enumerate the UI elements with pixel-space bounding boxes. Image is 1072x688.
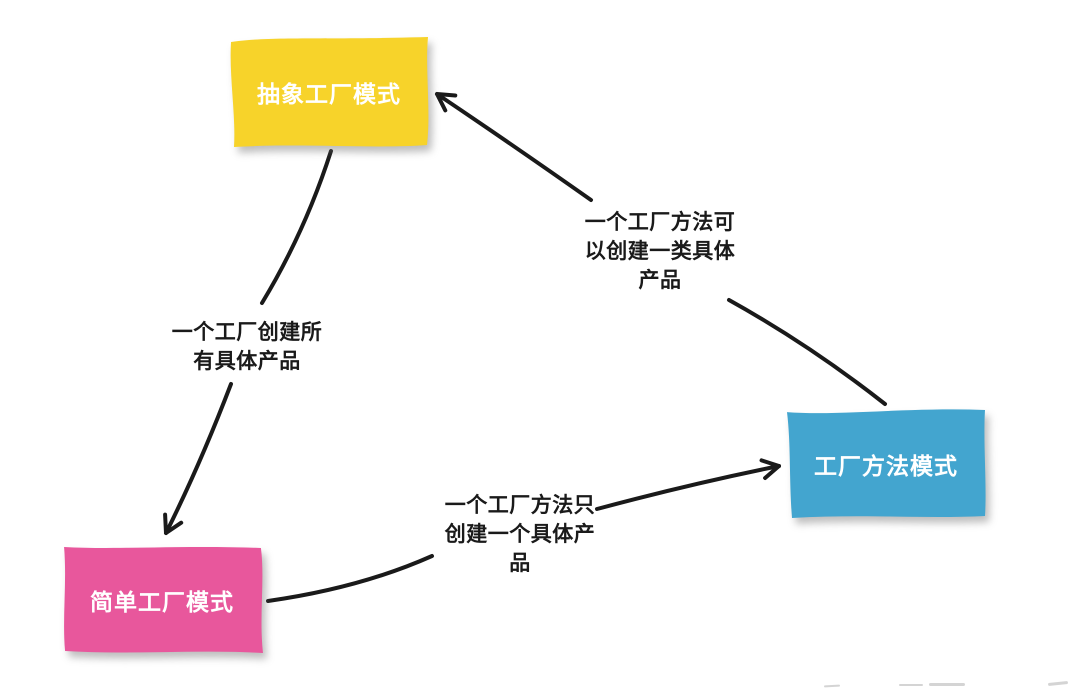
edge-abstract-to-simple-segment-lower bbox=[163, 382, 233, 535]
node-label-abstract-factory: 抽象工厂模式 bbox=[257, 81, 401, 107]
edge-label-simple-to-method: 一个工厂方法只 创建一个具体产 品 bbox=[444, 494, 596, 575]
sticky-note-shape bbox=[230, 37, 429, 147]
sticky-note-fill bbox=[64, 546, 263, 654]
edge-abstract-to-simple-segment-upper bbox=[260, 149, 333, 305]
sticky-note-shape bbox=[64, 546, 263, 654]
edge-simple-to-method-segment-left bbox=[266, 554, 434, 603]
node-simple-factory-pattern: 简单工厂模式 bbox=[57, 541, 267, 658]
edge-label-abstract-to-simple: 一个工厂创建所 有具体产品 bbox=[171, 321, 323, 373]
bottom-edge-artifact bbox=[823, 684, 841, 688]
bottom-edge-artifact bbox=[899, 684, 923, 686]
bottom-edge-artifact bbox=[1047, 680, 1069, 687]
node-abstract-factory-pattern: 抽象工厂模式 bbox=[225, 33, 433, 151]
edge-method-to-abstract-segment-upper bbox=[435, 92, 593, 202]
edge-label-method-to-abstract: 一个工厂方法可 以创建一类具体 产品 bbox=[584, 211, 736, 292]
sticky-note-fill bbox=[230, 37, 429, 147]
sticky-note-fill bbox=[787, 409, 986, 518]
edge-method-to-abstract-segment-lower bbox=[727, 298, 887, 406]
node-label-simple-factory: 简单工厂模式 bbox=[90, 588, 234, 615]
node-factory-method-pattern: 工厂方法模式 bbox=[782, 404, 990, 523]
sticky-note-shape bbox=[787, 409, 986, 518]
bottom-edge-artifact bbox=[929, 683, 965, 686]
node-label-factory-method: 工厂方法模式 bbox=[814, 452, 958, 479]
